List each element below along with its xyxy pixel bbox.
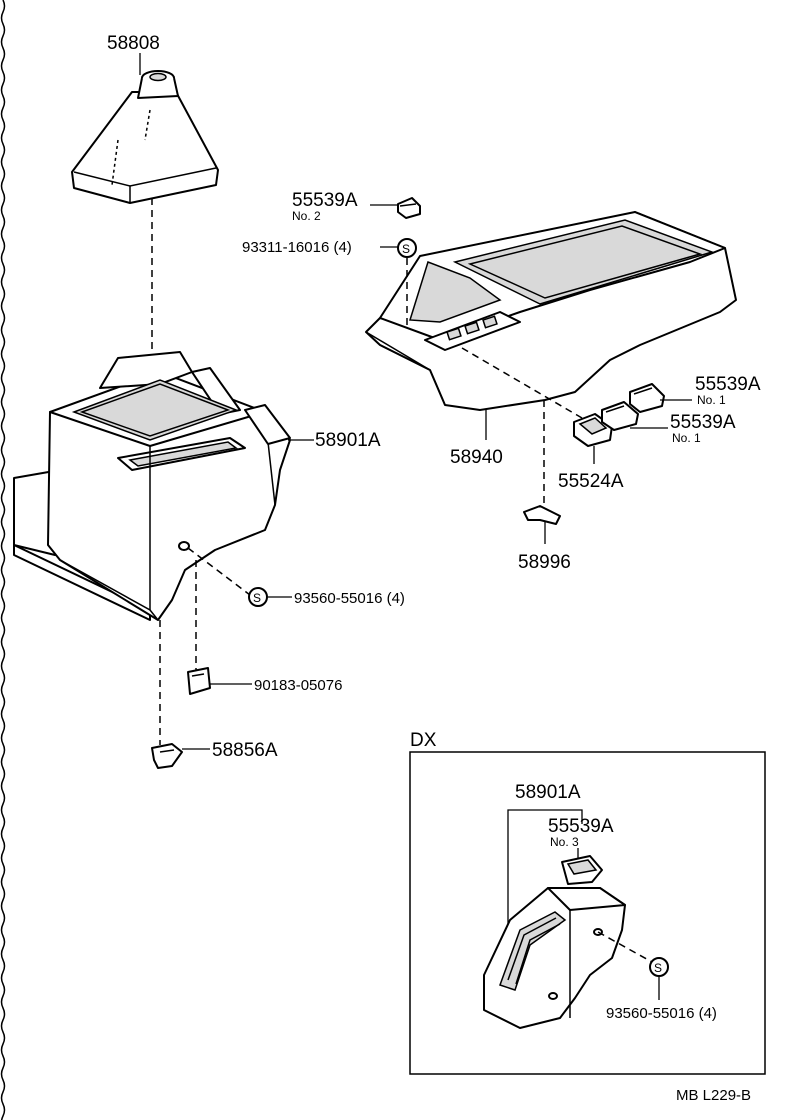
label-dx-55539a: 55539A — [548, 816, 614, 837]
clip-58856a — [151, 743, 183, 769]
clip-55539a-no2 — [397, 197, 421, 219]
label-93311: 93311-16016 (4) — [242, 239, 352, 256]
label-dx-58901a: 58901A — [515, 782, 581, 803]
label-58940: 58940 — [450, 447, 503, 468]
svg-text:S: S — [402, 242, 410, 256]
clip-55539a-no1-lower — [601, 401, 639, 431]
label-58901a: 58901A — [315, 430, 381, 451]
rear-console-58940 — [365, 211, 737, 411]
svg-text:S: S — [253, 591, 261, 605]
label-55539a-no1-upper: 55539A — [695, 374, 761, 395]
label-dx-55539a-sub: No. 3 — [550, 835, 579, 849]
screw-symbol-93311: S — [397, 238, 417, 258]
label-90183: 90183-05076 — [254, 677, 342, 694]
screw-symbol-93560: S — [248, 587, 268, 607]
dx-clip-55539a-no3 — [561, 855, 603, 885]
dx-inset-frame — [409, 751, 766, 1075]
clip-90183-05076 — [187, 667, 211, 695]
label-55539a-no2-sub: No. 2 — [292, 209, 321, 223]
dx-console-58901a — [483, 887, 626, 1029]
svg-text:S: S — [654, 961, 662, 975]
label-55539a-no2: 55539A — [292, 190, 358, 211]
label-55539a-no1-upper-sub: No. 1 — [697, 393, 726, 407]
shift-boot-58808 — [71, 70, 219, 204]
label-93560: 93560-55016 (4) — [294, 590, 405, 607]
label-58996: 58996 — [518, 552, 571, 573]
console-box-58901a — [13, 351, 291, 621]
label-58856a: 58856A — [212, 740, 278, 761]
label-dx-93560: 93560-55016 (4) — [606, 1005, 717, 1022]
dx-title: DX — [410, 730, 437, 751]
label-55539a-no1-lower: 55539A — [670, 412, 736, 433]
label-58808: 58808 — [107, 33, 160, 54]
dx-screw-symbol-93560: S — [649, 957, 669, 977]
diagram-code: MB L229-B — [676, 1087, 751, 1104]
clip-55539a-no1-upper — [629, 383, 665, 413]
page-left-edge — [0, 0, 6, 1120]
bracket-58996 — [523, 505, 561, 525]
label-55524a: 55524A — [558, 471, 624, 492]
label-55539a-no1-lower-sub: No. 1 — [672, 431, 701, 445]
